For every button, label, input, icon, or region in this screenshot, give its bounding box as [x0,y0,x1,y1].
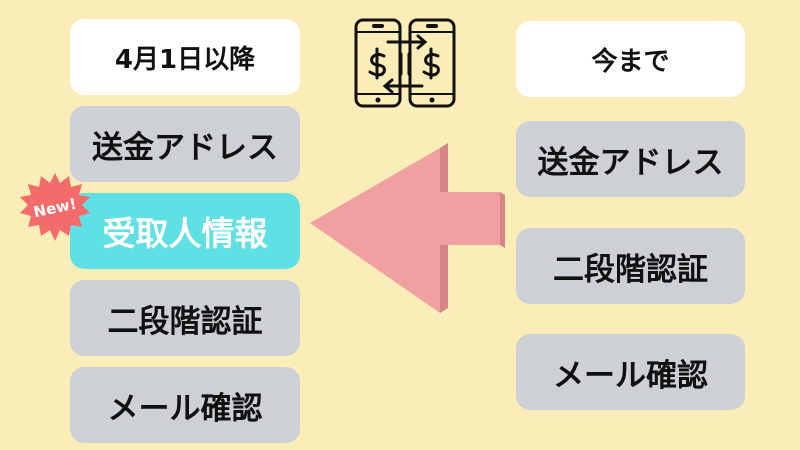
new-badge-text: New! [31,194,79,222]
right-column-header: 今まで [516,21,745,97]
left-column-header-label: 4月1日以降 [114,44,256,75]
right-column-header-label: 今まで [591,46,670,77]
left-item-label: 二段階認証 [107,303,263,340]
left-item-label: メール確認 [107,390,263,427]
right-item-two-factor-auth: 二段階認証 [516,228,745,304]
right-item-label: メール確認 [553,357,708,394]
right-item-label: 送金アドレス [537,144,724,181]
left-item-two-factor-auth: 二段階認証 [70,280,300,356]
left-item-recipient-info: 受取人情報 [70,193,300,269]
phone-transfer-icon [354,18,456,108]
left-arrow-icon [310,143,505,313]
right-item-label: 二段階認証 [553,251,708,288]
left-column-header: 4月1日以降 [70,19,300,95]
right-item-email-confirmation: メール確認 [516,334,745,410]
left-item-label: 送金アドレス [92,129,278,166]
right-item-remittance-address: 送金アドレス [516,121,745,197]
new-badge-label: New! [13,166,96,249]
starburst-badge-icon [20,173,90,241]
left-item-email-confirmation: メール確認 [70,367,300,443]
left-item-label: 受取人情報 [102,214,268,253]
left-item-remittance-address: 送金アドレス [70,106,300,182]
